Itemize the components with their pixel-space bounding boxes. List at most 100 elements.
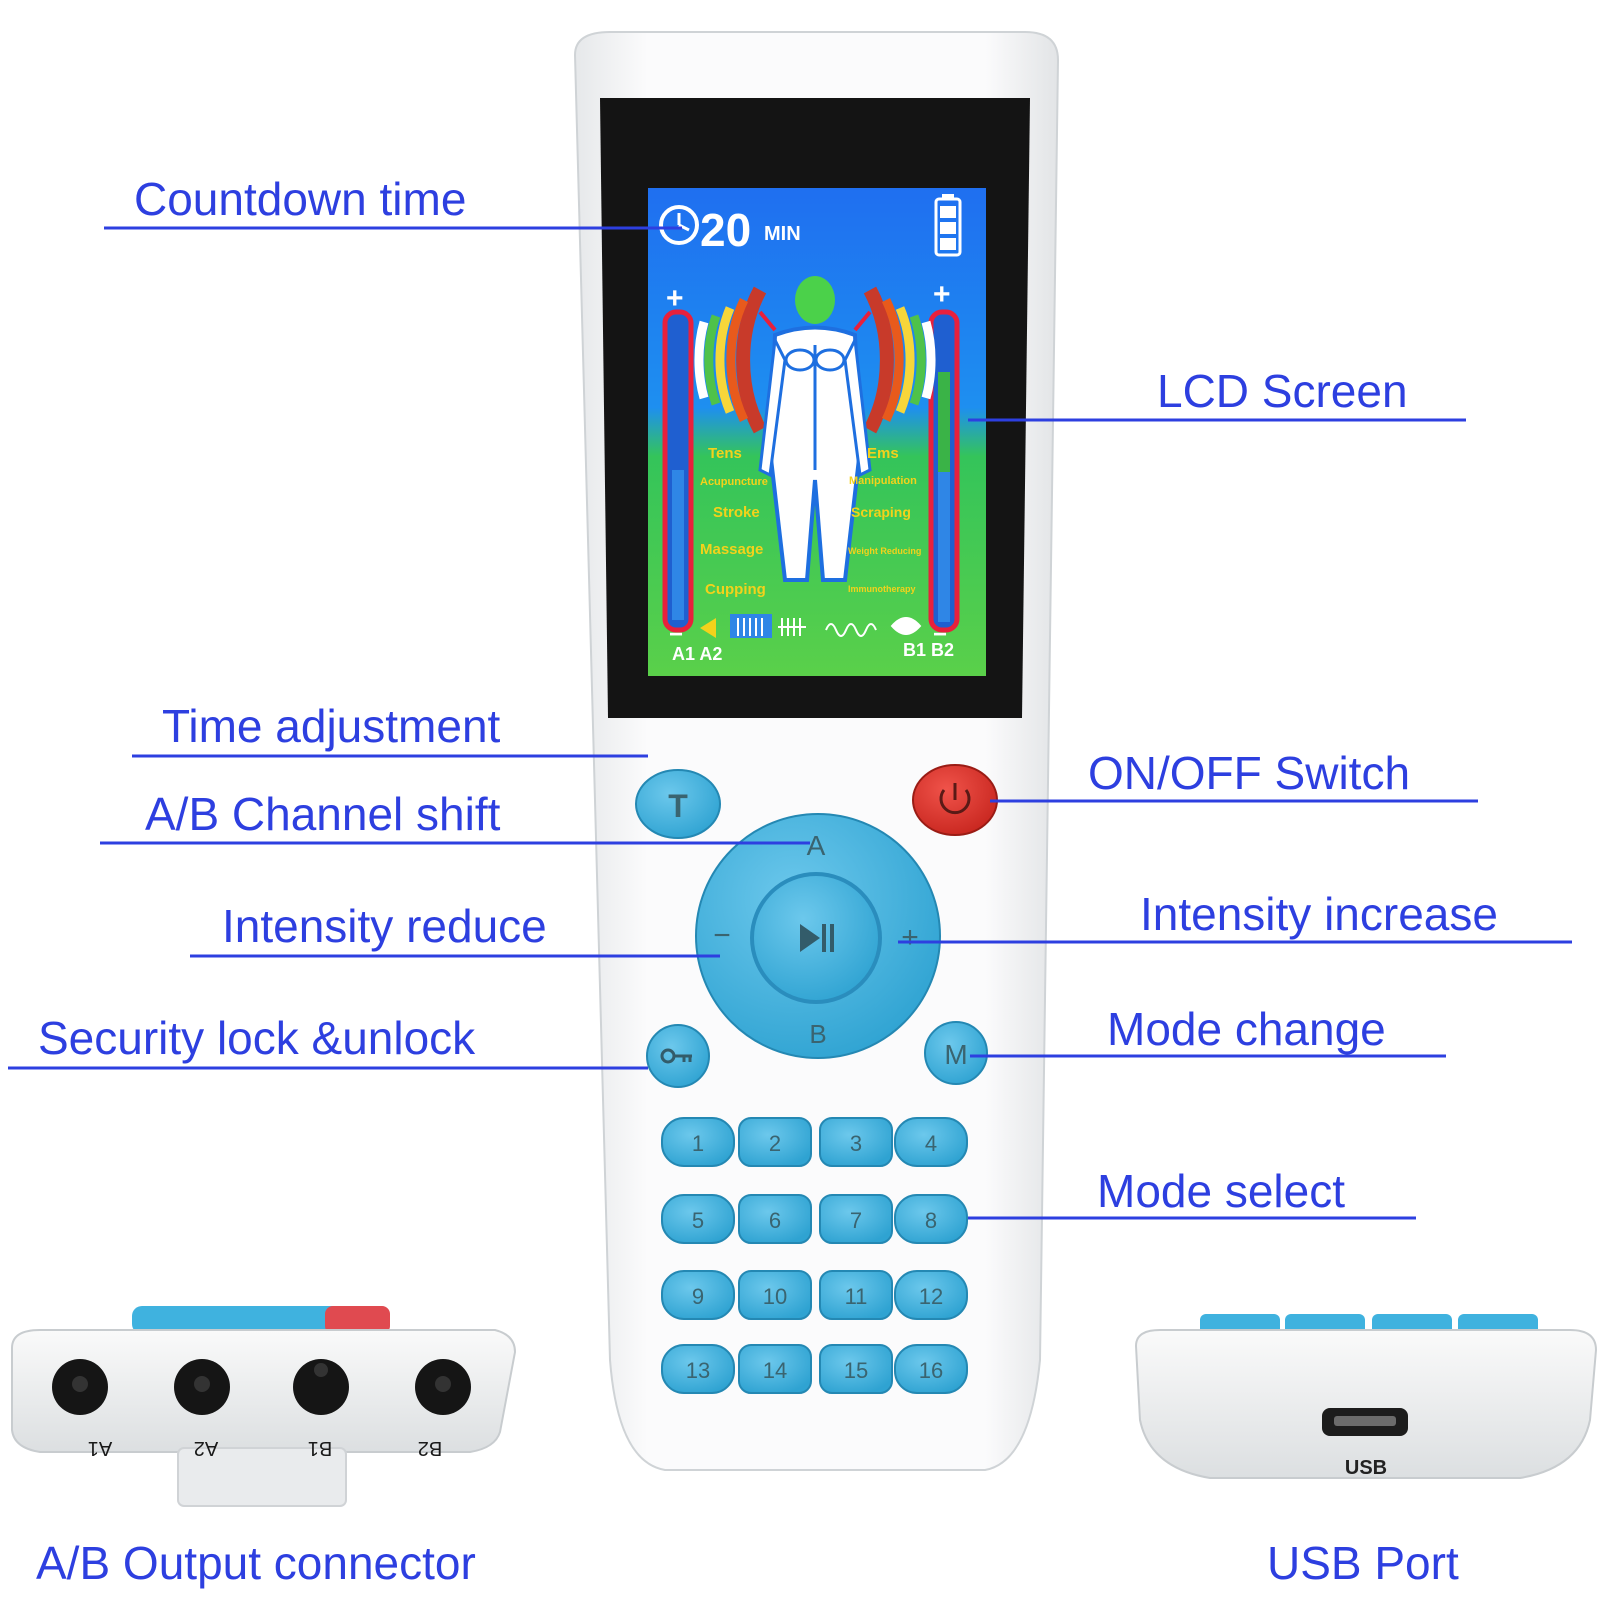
time-adjust-label: T <box>668 788 688 824</box>
lcd-timer-value: 20 <box>700 204 751 256</box>
body-figure-icon <box>758 276 872 582</box>
lcd-timer-unit: MIN <box>764 223 801 245</box>
connector-jack <box>293 1359 349 1415</box>
lcd-left-modes: Tens Acupuncture Stroke Massage Cupping <box>700 445 768 598</box>
keypad-button-5[interactable]: 5 <box>661 1194 735 1244</box>
keypad-button-label: 15 <box>844 1358 868 1383</box>
keypad-button-6[interactable]: 6 <box>738 1194 812 1244</box>
connector-jack <box>415 1359 471 1415</box>
jack-label: B1 <box>308 1437 332 1459</box>
keypad-button-11[interactable]: 11 <box>819 1270 893 1320</box>
keypad-button-7[interactable]: 7 <box>819 1194 893 1244</box>
battery-icon <box>934 194 962 257</box>
keypad-button-label: 3 <box>850 1131 862 1156</box>
keypad-button-label: 16 <box>919 1358 943 1383</box>
keypad-button-1[interactable]: 1 <box>661 1117 735 1167</box>
waveform-icons <box>700 614 922 638</box>
power-button[interactable] <box>912 764 998 836</box>
callout-lcd-screen: LCD Screen <box>1157 365 1408 417</box>
keypad-button-16[interactable]: 16 <box>894 1344 968 1394</box>
connector-jack <box>52 1359 108 1415</box>
connector-jack <box>174 1359 230 1415</box>
callout-usb-port: USB Port <box>1267 1537 1459 1589</box>
callout-on-off-switch: ON/OFF Switch <box>1088 747 1411 799</box>
keypad-button-label: 8 <box>925 1208 937 1233</box>
dpad-b-label[interactable]: B <box>809 1019 826 1049</box>
callout-time-adjustment: Time adjustment <box>162 700 501 752</box>
keypad-button-label: 6 <box>769 1208 781 1233</box>
time-adjust-button[interactable]: T <box>635 769 721 839</box>
lcd-mode-label: Massage <box>700 541 763 558</box>
lcd-left-channel-label: A1 A2 <box>672 644 722 664</box>
callout-mode-change: Mode change <box>1107 1003 1386 1055</box>
lcd-left-plus: + <box>666 282 684 315</box>
keypad-button-4[interactable]: 4 <box>894 1117 968 1167</box>
keypad-button-label: 13 <box>686 1358 710 1383</box>
keypad-button-label: 14 <box>763 1358 787 1383</box>
lcd-mode-label: Tens <box>708 445 742 462</box>
play-pause-icon <box>800 924 834 952</box>
lcd-right-plus: + <box>933 278 951 311</box>
right-intensity-arcs <box>863 286 936 434</box>
play-pause-button[interactable] <box>750 872 882 1004</box>
keypad-button-label: 9 <box>692 1284 704 1309</box>
lcd-mode-label: Cupping <box>705 581 766 598</box>
mode-change-label: M <box>944 1039 967 1070</box>
left-intensity-arcs <box>694 286 767 434</box>
lcd-mode-label: Acupuncture <box>700 476 768 488</box>
keypad-button-label: 1 <box>692 1131 704 1156</box>
lcd-mode-label: Weight Reducing <box>848 546 921 556</box>
keypad-button-label: 10 <box>763 1284 787 1309</box>
lcd-mode-label: Manipulation <box>849 475 917 487</box>
callout-intensity-increase: Intensity increase <box>1140 888 1498 940</box>
mode-change-button[interactable]: M <box>924 1021 988 1085</box>
jack-label: A2 <box>194 1437 218 1459</box>
callout-intensity-reduce: Intensity reduce <box>222 900 547 952</box>
lcd-mode-label: Immunotherapy <box>848 584 916 594</box>
dpad-minus-label[interactable]: − <box>713 919 731 952</box>
lcd-right-channel-label: B1 B2 <box>903 640 954 660</box>
keypad-button-8[interactable]: 8 <box>894 1194 968 1244</box>
dpad-plus-label[interactable]: + <box>901 921 919 954</box>
keypad-button-3[interactable]: 3 <box>819 1117 893 1167</box>
lcd-screen: 20 MIN + + − − <box>600 98 1030 718</box>
lcd-mode-label: Scraping <box>851 504 911 520</box>
lcd-right-modes: Ems Manipulation Scraping Weight Reducin… <box>848 445 921 594</box>
keypad-button-15[interactable]: 15 <box>819 1344 893 1394</box>
left-intensity-bar <box>662 309 694 633</box>
output-connector-block: A1 A2 B1 B2 <box>11 1306 517 1507</box>
keypad-button-10[interactable]: 10 <box>738 1270 812 1320</box>
keypad-button-label: 2 <box>769 1131 781 1156</box>
lcd-mode-label: Ems <box>867 445 899 462</box>
keypad-button-9[interactable]: 9 <box>661 1270 735 1320</box>
usb-port-block: USB <box>1134 1314 1598 1479</box>
keypad-button-label: 7 <box>850 1208 862 1233</box>
keypad-button-14[interactable]: 14 <box>738 1344 812 1394</box>
callout-security-lock: Security lock &unlock <box>38 1012 476 1064</box>
clock-icon <box>659 205 699 245</box>
callout-countdown-time: Countdown time <box>134 173 467 225</box>
jack-label: A1 <box>88 1437 112 1459</box>
right-intensity-bar <box>928 309 960 633</box>
usb-label: USB <box>1345 1457 1387 1479</box>
jack-label: B2 <box>418 1437 442 1459</box>
usb-port-icon <box>1322 1408 1408 1436</box>
keypad-button-label: 12 <box>919 1284 943 1309</box>
keypad-button-label: 4 <box>925 1131 937 1156</box>
lock-key-icon <box>660 1048 692 1064</box>
keypad-button-2[interactable]: 2 <box>738 1117 812 1167</box>
callout-lines <box>8 226 1572 1220</box>
power-icon <box>939 783 971 815</box>
keypad-button-label: 11 <box>845 1284 868 1309</box>
keypad-button-13[interactable]: 13 <box>661 1344 735 1394</box>
keypad-button-12[interactable]: 12 <box>894 1270 968 1320</box>
dpad-a-label[interactable]: A <box>807 830 826 861</box>
security-lock-button[interactable] <box>646 1024 710 1088</box>
callout-mode-select: Mode select <box>1097 1165 1346 1217</box>
lcd-mode-label: Stroke <box>713 504 760 521</box>
callout-ab-output-connector: A/B Output connector <box>36 1537 476 1589</box>
keypad-button-label: 5 <box>692 1208 704 1233</box>
callout-ab-channel-shift: A/B Channel shift <box>145 788 501 840</box>
